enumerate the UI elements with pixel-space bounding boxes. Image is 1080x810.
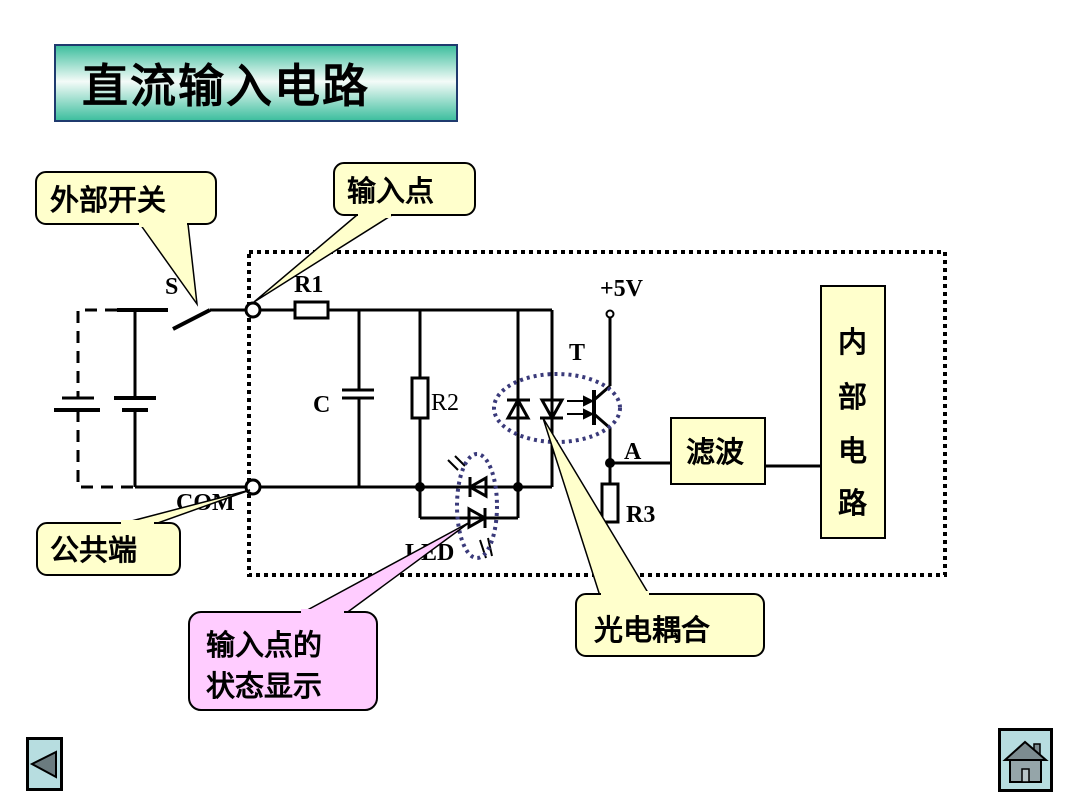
label-c: C [313, 392, 330, 418]
home-icon [1002, 740, 1049, 783]
callout-optocoupler-text: 光电耦合 [594, 613, 710, 647]
label-s: S [165, 274, 178, 300]
callout-external-switch-text: 外部开关 [50, 183, 166, 217]
callout-input-point-text: 输入点 [347, 174, 434, 208]
input-terminal [244, 301, 262, 319]
internal-char: 路 [838, 486, 868, 520]
label-r2: R2 [431, 390, 459, 416]
internal-char: 电 [838, 434, 867, 468]
label-a: A [624, 439, 642, 465]
callout-input-status-line2: 状态显示 [206, 669, 322, 703]
capacitor-c [342, 310, 374, 487]
callout-common-terminal-text: 公共端 [50, 533, 137, 567]
internal-char: 内 [838, 325, 867, 359]
filter-label: 滤波 [686, 435, 745, 469]
top-rail [260, 300, 552, 320]
callout-common-terminal: 公共端 [36, 489, 251, 576]
callout-optocoupler: 光电耦合 [542, 417, 765, 657]
led-highlight-ellipse [455, 452, 499, 560]
label-r1: R1 [294, 272, 323, 298]
callout-input-point: 输入点 [253, 162, 476, 303]
phototransistor [592, 315, 620, 524]
external-battery-dashed [54, 308, 135, 489]
page-title-text: 直流输入电路 [82, 59, 370, 113]
callout-input-status-line1: 输入点的 [206, 628, 322, 662]
led-pair [447, 455, 493, 559]
battery [114, 308, 168, 487]
home-button[interactable] [998, 728, 1053, 792]
callout-input-status: 输入点的 状态显示 [188, 521, 471, 711]
vcc-terminal [605, 309, 615, 319]
label-vcc: +5V [600, 276, 644, 302]
com-terminal [244, 478, 262, 496]
resistor-r2 [410, 310, 520, 520]
internal-circuit-block [820, 285, 886, 539]
label-t: T [569, 340, 585, 366]
internal-char: 部 [838, 380, 867, 414]
back-button[interactable] [26, 737, 63, 791]
label-r3: R3 [626, 502, 655, 528]
back-triangle-icon [29, 750, 57, 779]
switch-s [172, 308, 245, 331]
light-arrows [567, 395, 595, 420]
plc-boundary [247, 250, 947, 577]
callout-external-switch: 外部开关 [35, 171, 217, 307]
filter-block [670, 417, 766, 485]
junction-dot [415, 482, 425, 492]
optocoupler-diodes [505, 310, 565, 487]
page-title: 直流输入电路 [54, 44, 458, 122]
